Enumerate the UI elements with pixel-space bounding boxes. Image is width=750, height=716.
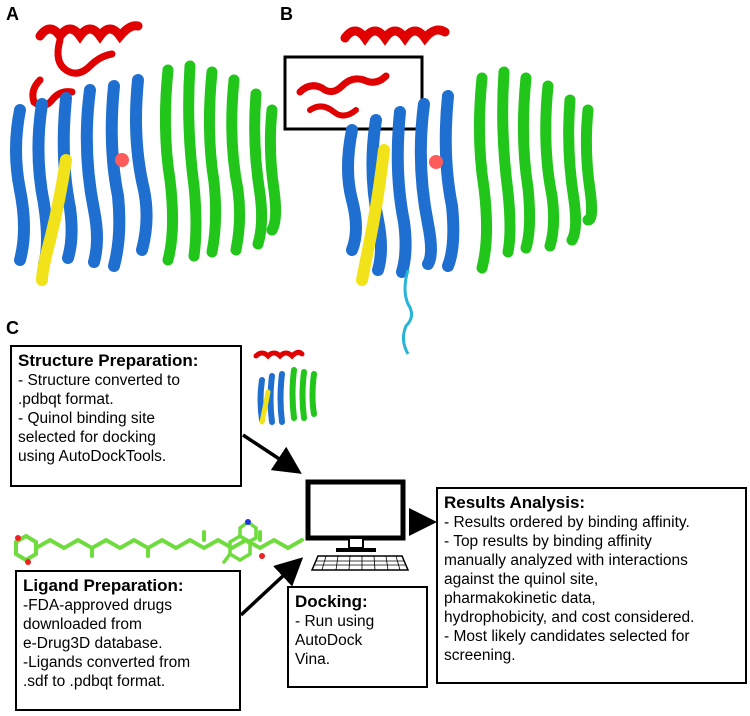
docking-line: - Run using — [295, 613, 375, 630]
ligand-line: -FDA-approved drugs — [23, 597, 173, 614]
structure-preparation-title: Structure Preparation: — [18, 351, 199, 370]
ligand-line: e-Drug3D database. — [23, 635, 163, 652]
ligand-preparation-box: Ligand Preparation: -FDA-approved drugs … — [15, 570, 241, 711]
red-chain-b — [296, 25, 450, 119]
green-chain-a — [159, 60, 282, 266]
results-line: - Top results by binding affinity — [444, 533, 652, 550]
docking-title: Docking: — [295, 592, 368, 611]
results-line: hydrophobicity, and cost considered. — [444, 609, 695, 626]
results-line: - Results ordered by binding affinity. — [444, 514, 690, 531]
ligand-line: .sdf to .pdbqt format. — [23, 673, 166, 690]
structure-line: using AutoDockTools. — [18, 448, 167, 465]
results-line: screening. — [444, 647, 516, 664]
panel-label-b: B — [280, 4, 293, 24]
panel-label-c: C — [6, 318, 19, 338]
ligand-line: downloaded from — [23, 616, 142, 633]
cyan-tail — [401, 269, 413, 355]
results-analysis-box: Results Analysis: - Results ordered by b… — [436, 487, 747, 684]
ligand-line: -Ligands converted from — [23, 654, 191, 671]
yellow-chain-a — [36, 154, 72, 286]
structure-preparation-box: Structure Preparation: - Structure conve… — [10, 345, 242, 487]
arrow-ligand-to-docking — [239, 557, 304, 617]
yellow-chain-b — [356, 144, 390, 286]
structure-line: - Structure converted to — [18, 372, 180, 389]
structure-line: .pdbqt format. — [18, 391, 114, 408]
docking-line: Vina. — [295, 651, 331, 668]
structure-line: selected for docking — [18, 429, 156, 446]
results-line: manually analyzed with interactions — [444, 552, 688, 569]
results-line: pharmakokinetic data, — [444, 590, 596, 607]
docking-box: Docking: - Run using AutoDock Vina. — [287, 586, 428, 688]
results-line: against the quinol site, — [444, 571, 599, 588]
structure-line: - Quinol binding site — [18, 410, 155, 427]
ligand-preparation-title: Ligand Preparation: — [23, 576, 184, 595]
docking-line: AutoDock — [295, 632, 363, 649]
results-analysis-title: Results Analysis: — [444, 493, 586, 512]
green-chain-b — [473, 66, 598, 274]
results-line: - Most likely candidates selected for — [444, 628, 690, 645]
panel-label-a: A — [6, 4, 19, 24]
arrow-structure-to-docking — [242, 433, 302, 474]
